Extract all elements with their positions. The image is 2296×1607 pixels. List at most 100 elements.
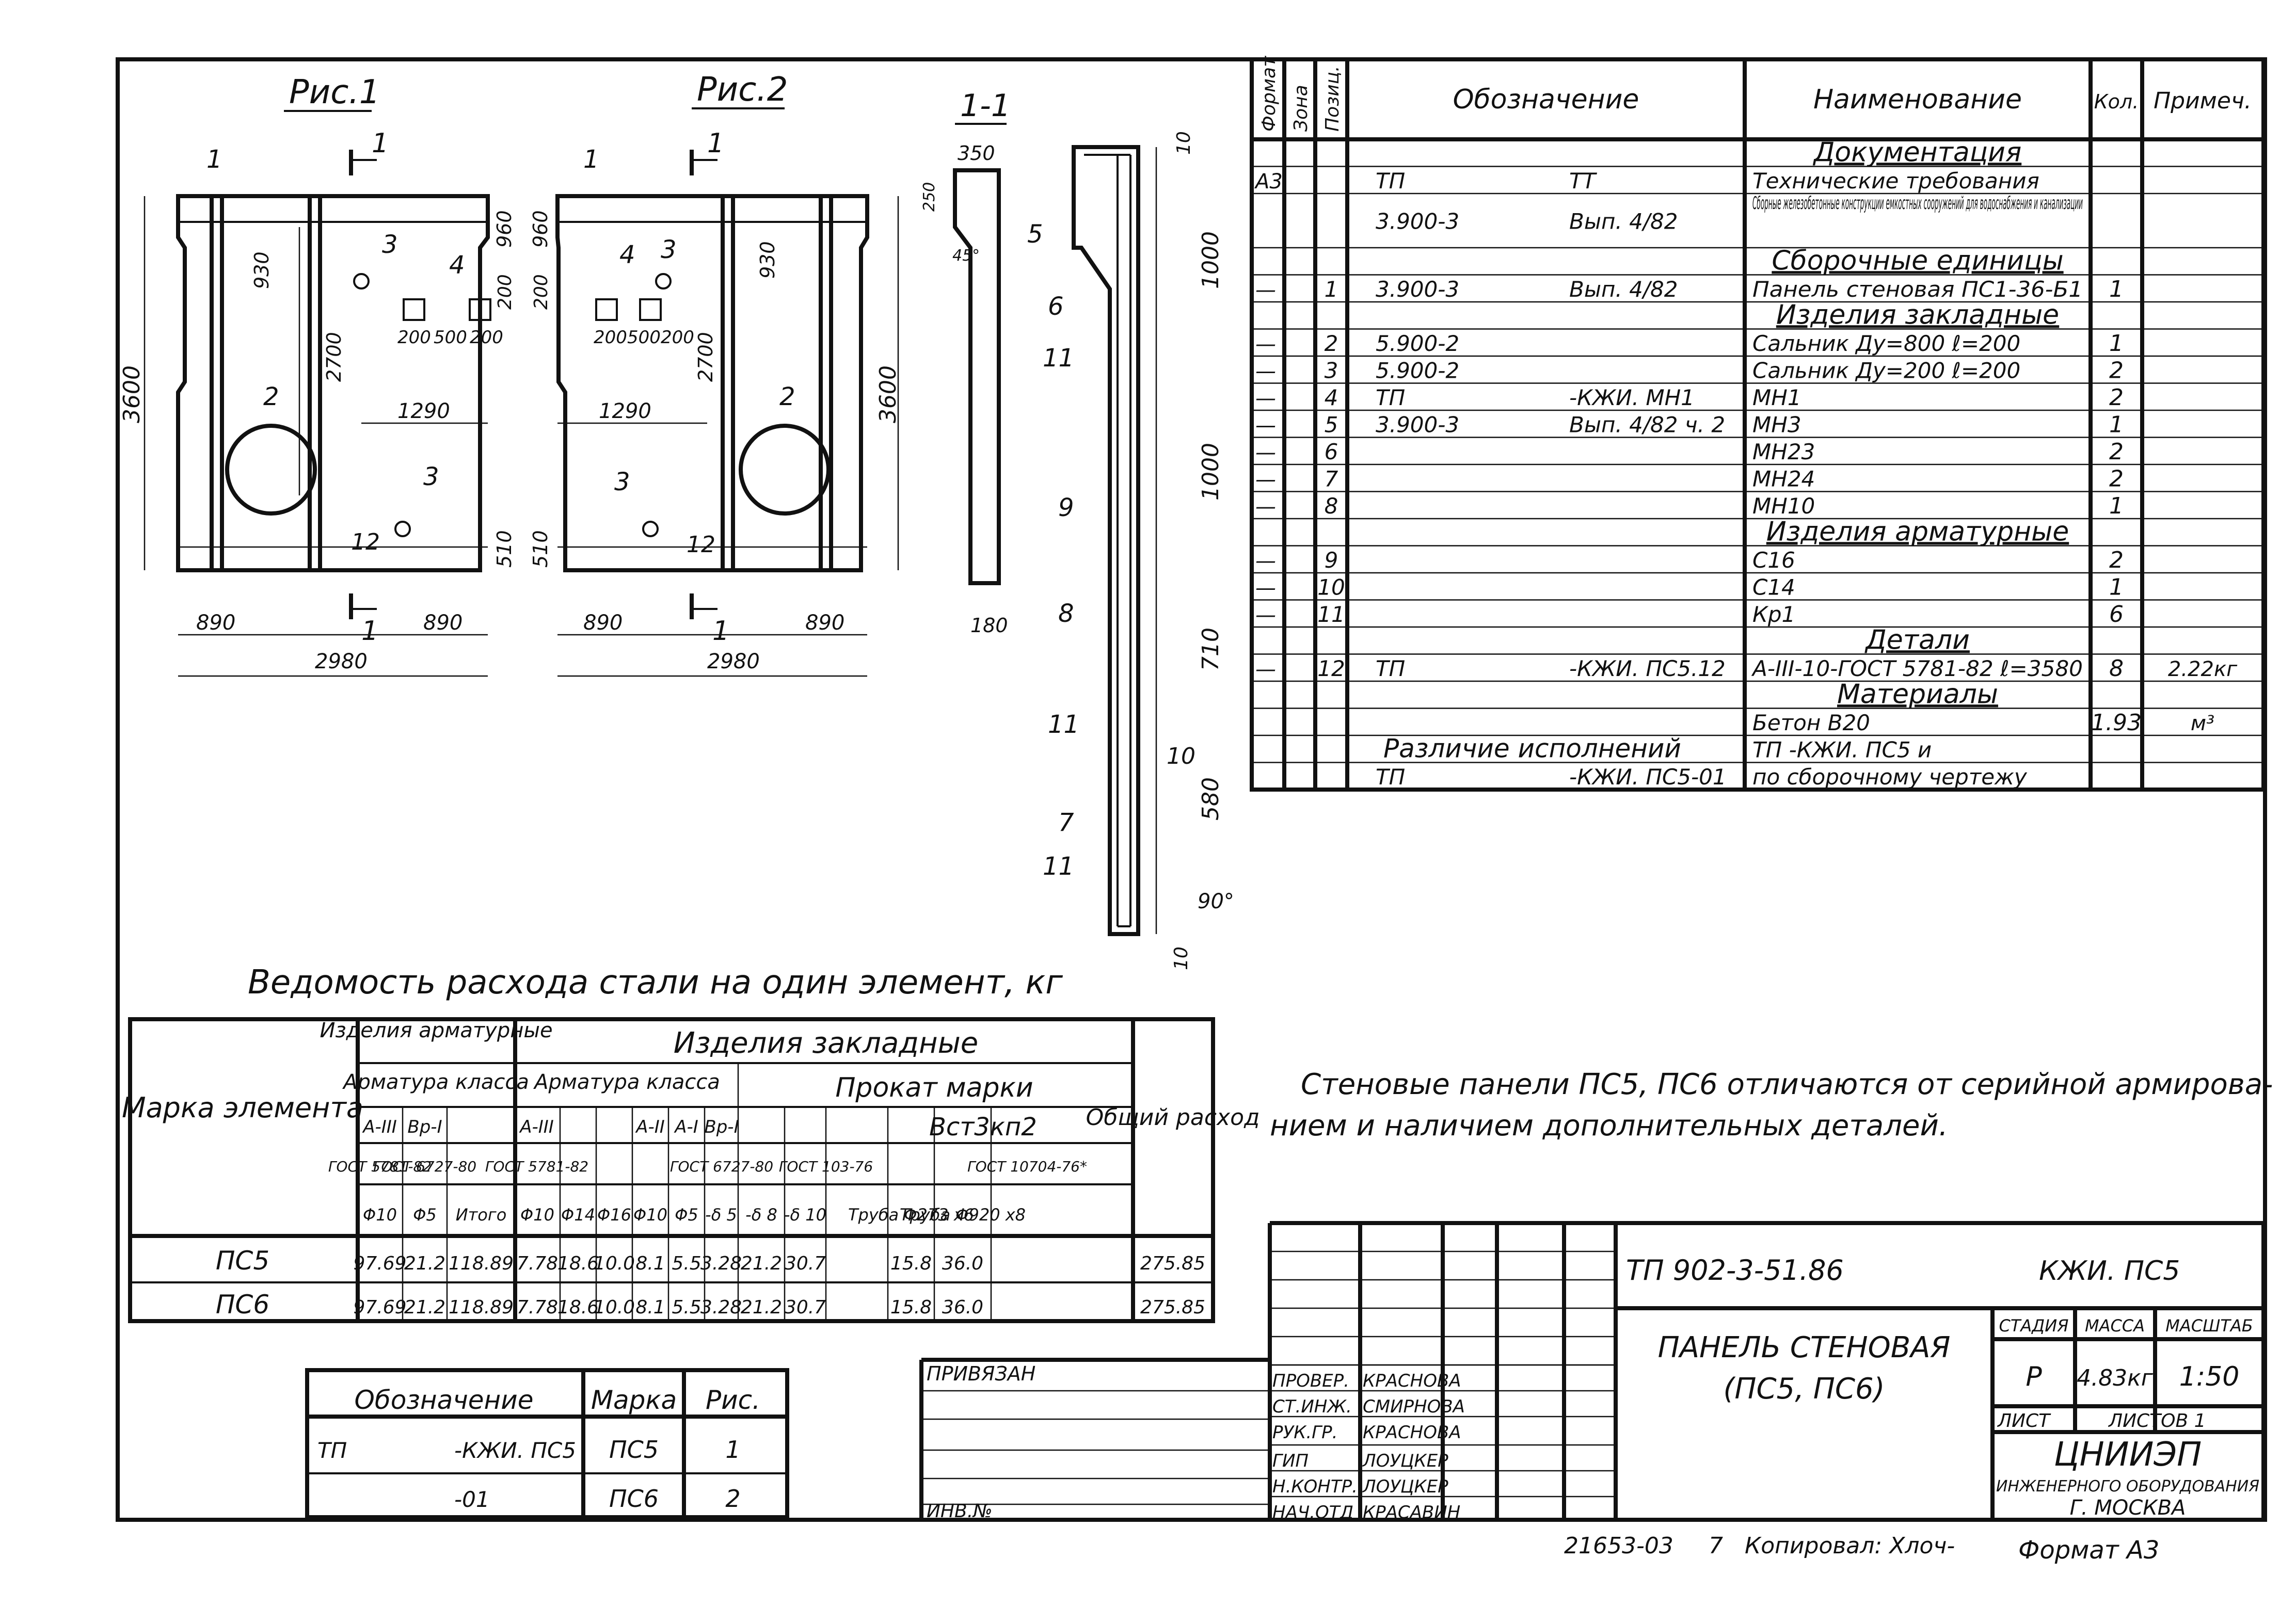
spec-header: Позиц. xyxy=(1322,66,1343,132)
spec-header: Кол. xyxy=(2094,90,2139,113)
spec-name: МН23 xyxy=(1752,439,1815,464)
spec-quantity: 1.93 xyxy=(2091,710,2142,736)
steel-cell: 18.6 xyxy=(557,1253,599,1274)
spec-format: — xyxy=(1255,359,1276,383)
spec-quantity: 2 xyxy=(2109,439,2124,465)
drawing-label: 580 xyxy=(1198,777,1224,821)
steel-cell: 10.0 xyxy=(594,1297,635,1318)
drawing-label: 1-1 xyxy=(960,88,1011,124)
spec-section-title: Сборочные единицы xyxy=(1772,245,2063,276)
spec-name: Бетон В20 xyxy=(1752,710,1870,735)
spec-name: С16 xyxy=(1752,548,1795,573)
panel-section-detail: 10 1000 1000 710 580 10 90° 5 6 11 9 8 1… xyxy=(1027,131,1234,970)
spec-name: МН10 xyxy=(1752,493,1815,519)
drawing-label: 2 xyxy=(779,382,795,411)
spec-designation: 5.900-2 xyxy=(1376,331,1459,356)
spec-name: МН3 xyxy=(1752,412,1801,437)
steel-col-label: Φ16 xyxy=(597,1205,631,1225)
stamp-code-2: КЖИ. ПС5 xyxy=(2039,1256,2180,1287)
stamp-role: ГИП xyxy=(1272,1451,1309,1471)
steel-cell: 8.1 xyxy=(635,1297,665,1318)
stamp-role: Н.КОНТР. xyxy=(1272,1476,1358,1497)
steel-header-prokat: Прокат марки xyxy=(835,1072,1033,1103)
spec-quantity: 2 xyxy=(2109,465,2124,492)
steel-header-mark: Марка элемента xyxy=(122,1091,363,1124)
spec-format: А3 xyxy=(1254,170,1283,194)
variants-figure: 2 xyxy=(725,1485,740,1513)
steel-cell: 97.69 xyxy=(353,1253,406,1274)
steel-header-arm: Изделия арматурные xyxy=(320,1019,552,1042)
stamp-sheet-header: ЛИСТ xyxy=(1997,1410,2051,1432)
fig2-title: Рис.2 xyxy=(697,71,788,109)
variants-header: Марка xyxy=(591,1385,677,1415)
drawing-label: 180 xyxy=(970,614,1008,637)
spec-format: — xyxy=(1255,441,1276,464)
spec-quantity: 1 xyxy=(2109,330,2124,357)
drawing-label: 510 xyxy=(493,530,516,568)
spec-quantity: 1 xyxy=(2109,574,2124,600)
steel-gost: ГОСТ 10704-76* xyxy=(967,1158,1087,1175)
steel-cell: 10.0 xyxy=(594,1253,635,1274)
drawing-label: 1290 xyxy=(599,399,651,423)
spec-position: 8 xyxy=(1325,493,1338,519)
spec-designation: 3.900-3 xyxy=(1376,209,1459,234)
steel-cell: 36.0 xyxy=(942,1297,983,1318)
spec-position: 1 xyxy=(1325,277,1338,302)
stamp-scale: 1:50 xyxy=(2179,1361,2240,1392)
drawing-label: 350 xyxy=(958,142,995,165)
spec-format: — xyxy=(1255,332,1276,356)
drawing-label: 200 xyxy=(397,327,431,348)
steel-col-label: Φ10 xyxy=(520,1205,554,1225)
steel-cell: 18.6 xyxy=(557,1297,599,1318)
steel-row-mark: ПС5 xyxy=(216,1246,269,1276)
stamp-code: ТП 902-3-51.86 xyxy=(1626,1254,1844,1287)
drawing-label: 200 xyxy=(661,327,694,348)
stamp-name: КРАСНОВА xyxy=(1363,1371,1461,1391)
spec-designation-2: Вып. 4/82 xyxy=(1569,277,1678,302)
drawing-label: 890 xyxy=(805,611,844,635)
spec-position: 11 xyxy=(1317,602,1345,627)
steel-cell: 15.8 xyxy=(890,1297,932,1318)
spec-name: Сборные железобетонные конструкции емкос… xyxy=(1752,193,2083,214)
steel-table-title: Ведомость расхода стали на один элемент,… xyxy=(248,963,1063,1002)
variants-header: Рис. xyxy=(706,1385,760,1415)
steel-header-total: Общий расход xyxy=(1086,1104,1260,1131)
spec-name: Технические требования xyxy=(1752,168,2039,194)
spec-position: 5 xyxy=(1325,412,1338,437)
spec-name: МН1 xyxy=(1752,385,1801,410)
spec-note: 2.22кг xyxy=(2168,657,2238,681)
steel-col-label: Труба Φ920 х8 xyxy=(900,1205,1026,1225)
steel-col-label: Φ5 xyxy=(413,1205,437,1225)
spec-quantity: 1 xyxy=(2109,276,2124,302)
drawing-label: 8 xyxy=(1058,599,1074,628)
steel-cell: 21.2 xyxy=(404,1297,445,1318)
big-opening-1 xyxy=(225,424,317,516)
steel-col-label: Φ5 xyxy=(675,1205,698,1225)
drawing-label: 200 xyxy=(594,327,627,348)
spec-designation: 3.900-3 xyxy=(1376,412,1459,437)
drawing-label: 1 xyxy=(707,128,724,159)
drawing-label: 3600 xyxy=(119,365,145,423)
spec-name: Кр1 xyxy=(1752,602,1795,627)
variants-header: Обозначение xyxy=(355,1385,534,1415)
spec-position: 10 xyxy=(1317,574,1345,600)
steel-row-mark: ПС6 xyxy=(216,1290,269,1320)
steel-cell: 7.78 xyxy=(517,1253,558,1274)
steel-gost: ГОСТ 5781-82 xyxy=(485,1158,588,1175)
steel-cell: 118.89 xyxy=(449,1297,514,1318)
steel-class: А-II xyxy=(635,1117,665,1137)
figure-2: Рис.2 1 1 960 200 510 930 2700 3600 200 … xyxy=(529,71,901,677)
drawing-label: 1000 xyxy=(1198,443,1224,501)
steel-header-class: Арматура класса xyxy=(342,1070,529,1094)
footer-format: Формат А3 xyxy=(2018,1536,2159,1565)
spec-name: ТП -КЖИ. ПС5 и xyxy=(1752,737,1932,762)
steel-cell: 30.7 xyxy=(785,1297,826,1318)
steel-cell: 30.7 xyxy=(785,1253,826,1274)
stamp-stage-header: СТАДИЯ xyxy=(1999,1316,2069,1336)
spec-quantity: 2 xyxy=(2109,357,2124,383)
steel-col-label: Труба Φ273 х6 xyxy=(848,1205,974,1225)
variants-mark: ПС6 xyxy=(609,1485,659,1513)
